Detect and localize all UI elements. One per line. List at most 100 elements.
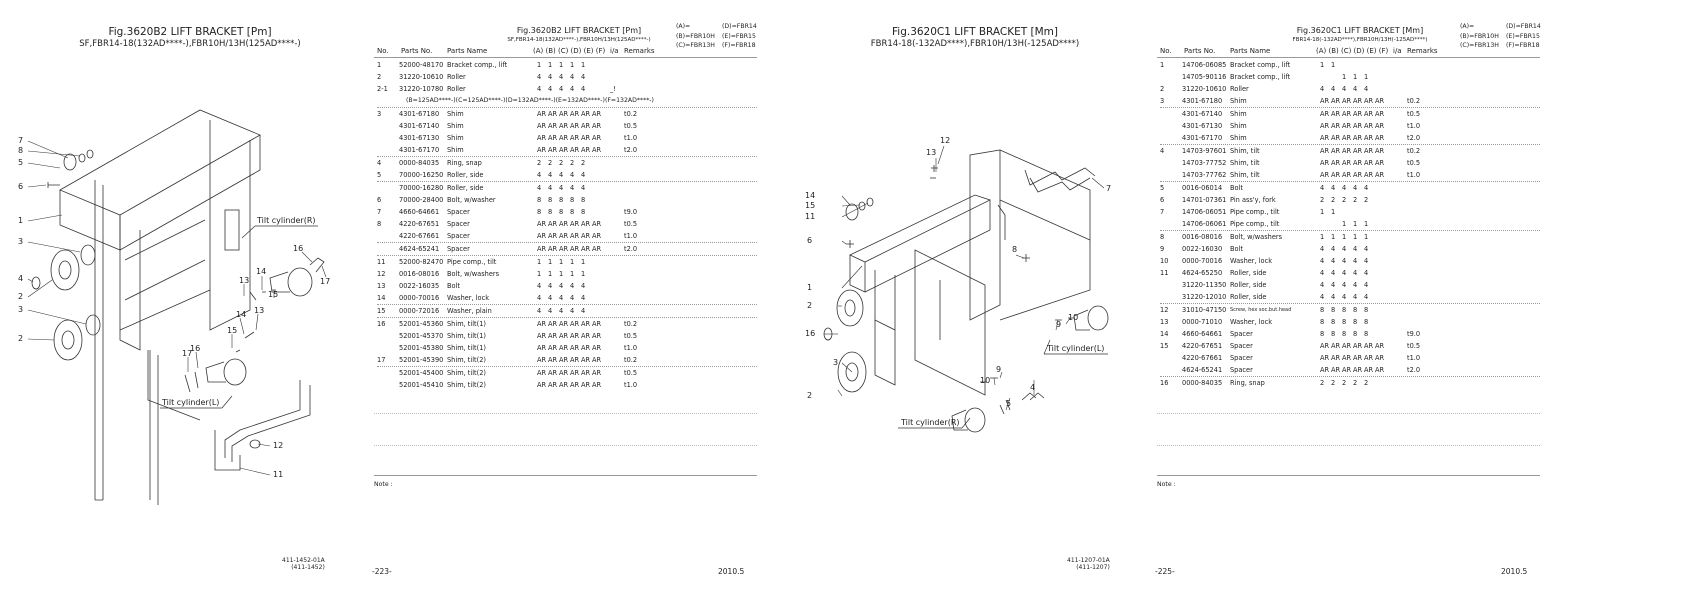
qty-a: AR — [537, 122, 547, 130]
item-number: 7 — [1160, 208, 1165, 216]
item-number: 5 — [377, 171, 382, 179]
col-parts-no: Parts No. — [401, 47, 433, 55]
part-name: Shim — [1230, 134, 1247, 142]
serial-note: (B=125AD****-)(C=125AD****-)(D=132AD****… — [406, 97, 654, 104]
qty-a: AR — [1320, 354, 1330, 362]
part-number: 14705-90116 — [1182, 73, 1227, 81]
qty-a: AR — [537, 332, 547, 340]
qty-f: AR — [592, 356, 602, 364]
qty-d: AR — [1353, 159, 1363, 167]
qty-a: AR — [537, 381, 547, 389]
part-name: Bolt — [447, 282, 460, 290]
qty-d: AR — [1353, 122, 1363, 130]
qty-f: AR — [592, 146, 602, 154]
callout-13: 13 — [926, 148, 937, 157]
qty-c: 4 — [559, 184, 564, 192]
qty-b: 8 — [1331, 330, 1336, 338]
drawing-block-number: 411-1452-01A (411-1452) — [282, 557, 325, 571]
edition-date: 2010.5 — [718, 567, 745, 576]
part-name: Spacer — [1230, 342, 1253, 350]
qty-e: 4 — [1364, 293, 1369, 301]
qty-d: 8 — [1353, 330, 1358, 338]
part-name: Shim, tilt(1) — [447, 320, 486, 328]
qty-e: 4 — [1364, 281, 1369, 289]
qty-b: AR — [548, 220, 558, 228]
callout-8: 8 — [18, 146, 24, 155]
part-name: Roller, side — [1230, 269, 1267, 277]
col-remarks: Remarks — [624, 47, 655, 55]
qty-e: AR — [581, 134, 591, 142]
col-remarks: Remarks — [1407, 47, 1438, 55]
part-number: 14701-07361 — [1182, 196, 1227, 204]
qty-e: AR — [1364, 354, 1374, 362]
qty-d: AR — [570, 122, 580, 130]
qty-d: AR — [1353, 147, 1363, 155]
part-number: 52001-45380 — [399, 344, 444, 352]
callout-11: 11 — [273, 470, 284, 479]
qty-d: 1 — [1353, 233, 1358, 241]
item-number: 1 — [1160, 61, 1165, 69]
qty-a: 4 — [1320, 184, 1325, 192]
callout-9b: 9 — [996, 365, 1002, 374]
qty-e: AR — [1364, 134, 1374, 142]
qty-d: AR — [1353, 97, 1363, 105]
qty-e: 1 — [581, 258, 586, 266]
qty-b: AR — [1331, 97, 1341, 105]
qty-f: AR — [1375, 159, 1385, 167]
callout-6: 6 — [18, 182, 24, 191]
qty-c: 4 — [559, 307, 564, 315]
qty-b: 2 — [1331, 379, 1336, 387]
qty-e: AR — [1364, 147, 1374, 155]
part-name: Bolt — [1230, 245, 1243, 253]
qty-c: AR — [1342, 354, 1352, 362]
qty-c: AR — [1342, 342, 1352, 350]
qty-b: 4 — [548, 294, 553, 302]
part-name: Shim — [1230, 110, 1247, 118]
qty-d: AR — [1353, 354, 1363, 362]
part-number: 14703-77762 — [1182, 171, 1227, 179]
part-name: Spacer — [447, 245, 470, 253]
qty-f: AR — [1375, 354, 1385, 362]
part-name: Roller, side — [447, 184, 484, 192]
part-name: Washer, lock — [1230, 318, 1273, 326]
part-number: 31220-10780 — [399, 85, 444, 93]
col-no: No. — [377, 47, 389, 55]
qty-d: 8 — [1353, 306, 1358, 314]
part-number: 14706-06085 — [1182, 61, 1227, 69]
part-name: Washer, lock — [1230, 257, 1273, 265]
qty-c: AR — [1342, 366, 1352, 374]
qty-f: AR — [1375, 171, 1385, 179]
note-label: Note : — [374, 481, 393, 488]
qty-d: 8 — [570, 208, 575, 216]
qty-e: 8 — [1364, 318, 1369, 326]
item-number: 5 — [1160, 184, 1165, 192]
qty-e: AR — [581, 146, 591, 154]
part-name: Bracket comp., lift — [447, 61, 508, 69]
qty-e: 1 — [1364, 73, 1369, 81]
remarks: t1.0 — [624, 134, 638, 142]
part-name: Pipe comp., tilt — [447, 258, 497, 266]
qty-a: AR — [537, 146, 547, 154]
qty-a: 4 — [537, 294, 542, 302]
qty-f: AR — [1375, 97, 1385, 105]
remarks: t0.2 — [624, 320, 638, 328]
qty-d: AR — [570, 332, 580, 340]
qty-e: 4 — [581, 171, 586, 179]
callout-10b: 10 — [980, 376, 991, 385]
qty-a: AR — [537, 232, 547, 240]
part-number: 4301-67140 — [1182, 110, 1223, 118]
part-number: 4301-67170 — [1182, 134, 1223, 142]
qty-a: 2 — [1320, 379, 1325, 387]
remarks: t0.5 — [624, 332, 638, 340]
qty-a: 8 — [1320, 318, 1325, 326]
qty-d: AR — [570, 146, 580, 154]
qty-a: 2 — [537, 159, 542, 167]
part-name: Spacer — [447, 232, 470, 240]
qty-b: AR — [1331, 122, 1341, 130]
